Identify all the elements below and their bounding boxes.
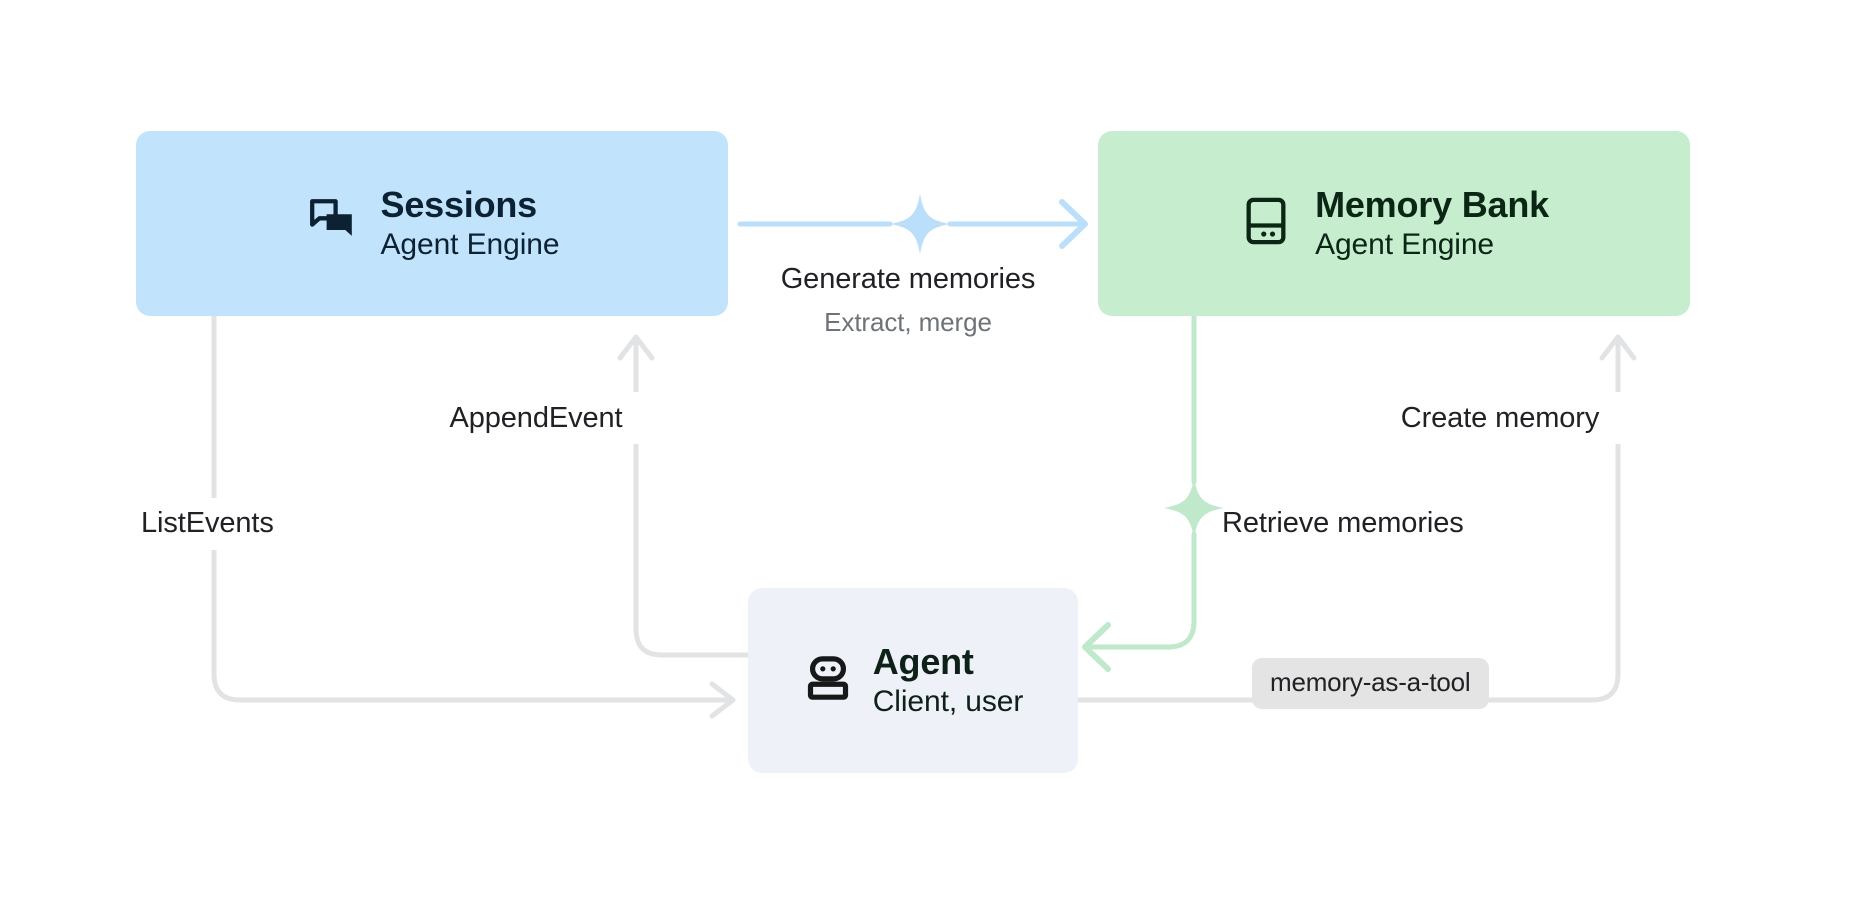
edge-label-append-event: AppendEvent bbox=[449, 402, 623, 434]
robot-icon bbox=[803, 653, 853, 708]
sparkle-icon bbox=[1164, 478, 1224, 538]
edge-label-generate-memories: Generate memories bbox=[780, 263, 1036, 295]
node-subtitle: Agent Engine bbox=[1315, 227, 1495, 261]
node-title: Sessions bbox=[380, 183, 538, 225]
node-agent[interactable]: Agent Client, user bbox=[748, 588, 1078, 773]
edge-label-create-memory: Create memory bbox=[1400, 402, 1600, 434]
edge-label-retrieve-memories: Retrieve memories bbox=[1222, 507, 1464, 539]
sparkle-icon bbox=[890, 194, 950, 254]
storage-database-icon bbox=[1239, 194, 1293, 253]
edge-list-events bbox=[134, 313, 736, 719]
node-memory-bank[interactable]: Memory Bank Agent Engine bbox=[1098, 131, 1690, 316]
node-title: Memory Bank bbox=[1315, 183, 1549, 225]
edge-generate-memories bbox=[737, 194, 1088, 254]
chat-bubbles-icon bbox=[305, 194, 359, 253]
edge-sublabel-generate-memories: Extract, merge bbox=[824, 307, 992, 337]
edge-create-memory bbox=[1075, 334, 1726, 703]
edge-append-event bbox=[540, 334, 751, 658]
chip-memory-as-a-tool: memory-as-a-tool bbox=[1252, 658, 1489, 709]
edge-label-list-events: ListEvents bbox=[141, 507, 274, 539]
edge-retrieve-memories bbox=[1082, 313, 1224, 672]
node-sessions[interactable]: Sessions Agent Engine bbox=[136, 131, 728, 316]
node-subtitle: Client, user bbox=[872, 684, 1024, 718]
node-subtitle: Agent Engine bbox=[380, 227, 560, 261]
node-title: Agent bbox=[872, 640, 974, 682]
